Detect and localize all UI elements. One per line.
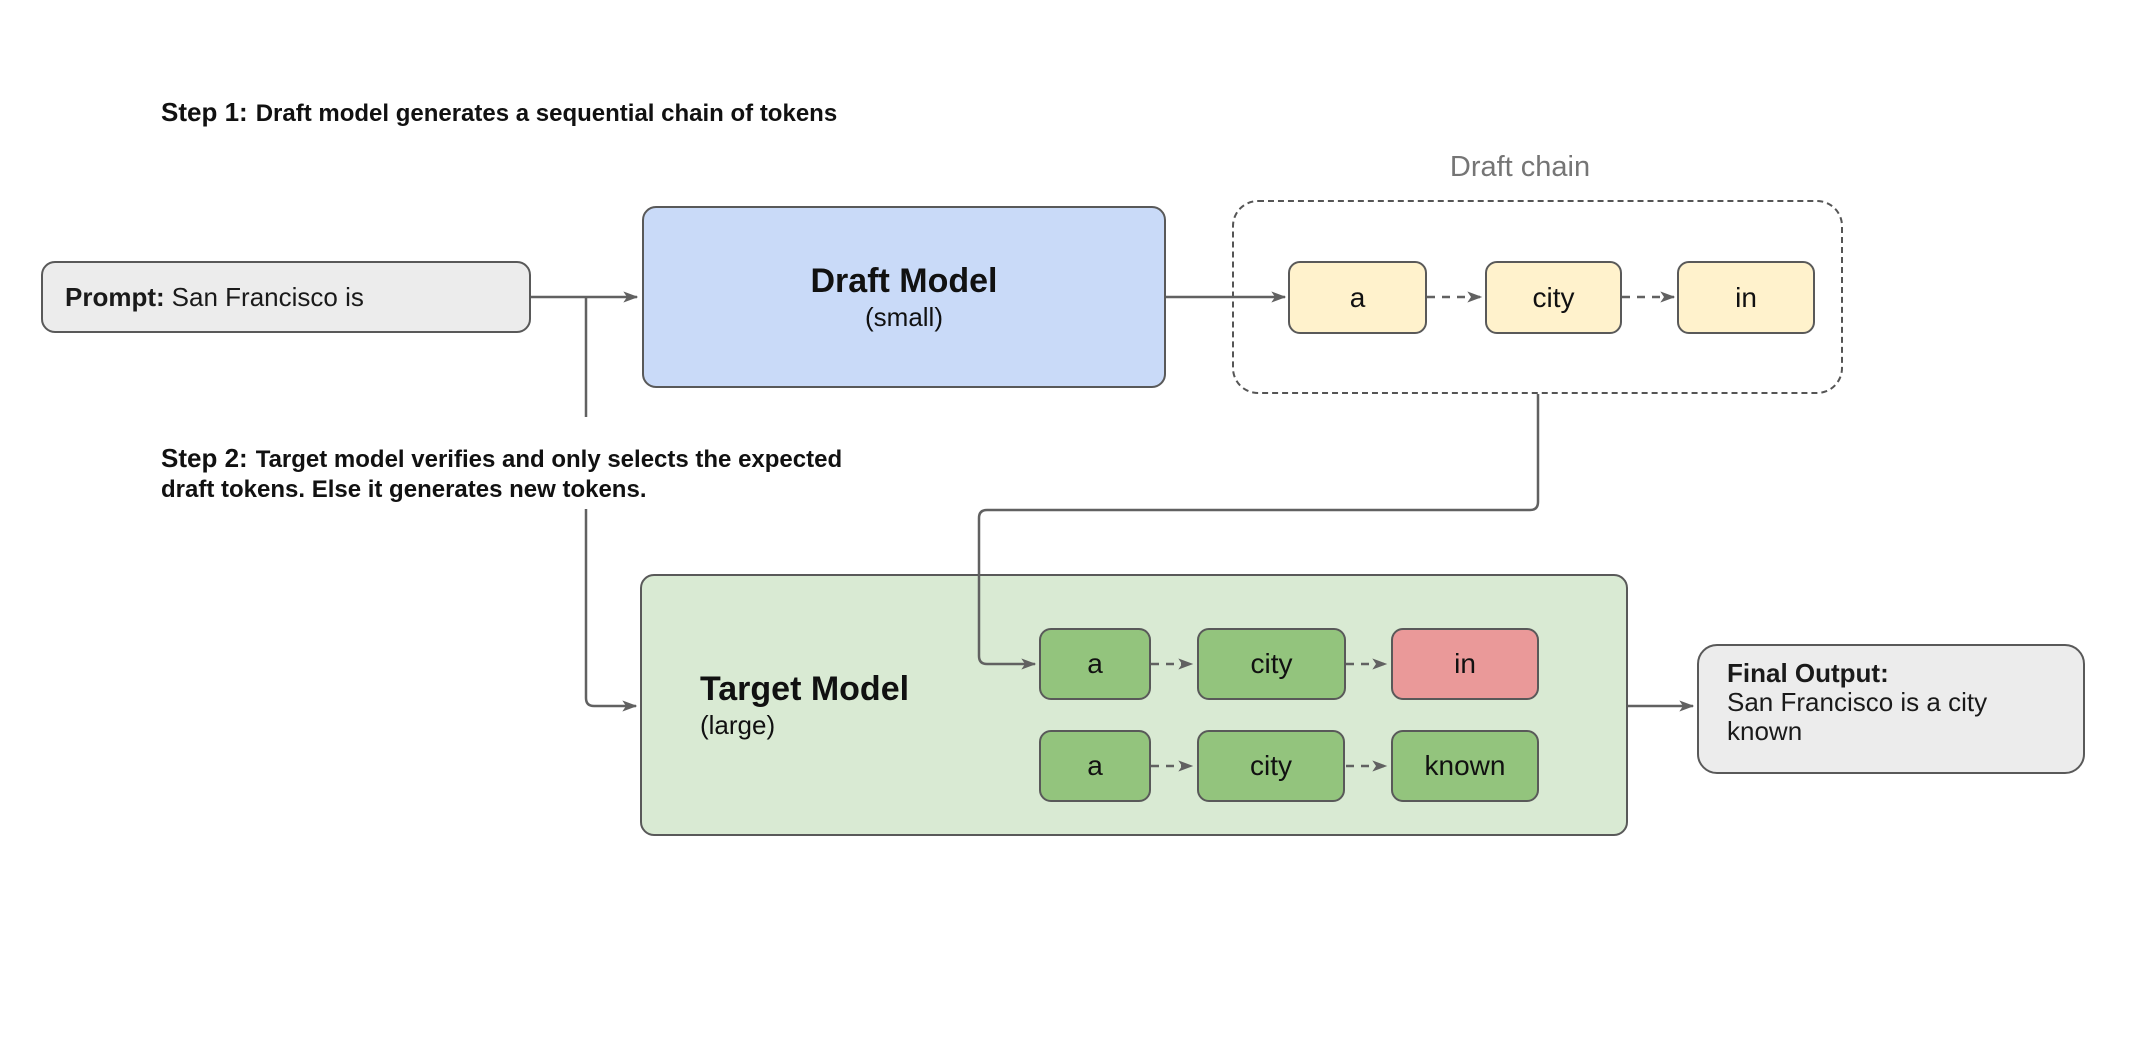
target-token-accepted: city: [1197, 628, 1346, 700]
draft-model-subtitle: (small): [865, 302, 943, 332]
draft-model-box: Draft Model (small): [642, 206, 1166, 388]
target-token-accepted: a: [1039, 628, 1151, 700]
draft-token: city: [1485, 261, 1622, 334]
target-model-title: Target Model: [700, 670, 910, 708]
draft-chain-label: Draft chain: [1449, 151, 1591, 183]
prompt-text: San Francisco is: [171, 281, 364, 312]
target-token-accepted: city: [1197, 730, 1345, 802]
step1-heading: Step 1: Draft model generates a sequentia…: [161, 97, 837, 129]
step2-line1: Target model verifies and only selects t…: [255, 446, 843, 473]
target-token-accepted: known: [1391, 730, 1539, 802]
step1-text: Draft model generates a sequential chain…: [255, 100, 838, 127]
prompt-label: Prompt:: [65, 281, 165, 312]
step2-prefix: Step 2:: [161, 443, 248, 473]
draft-token: in: [1677, 261, 1815, 334]
draft-token: a: [1288, 261, 1427, 334]
target-token-accepted: a: [1039, 730, 1151, 802]
draft-model-title: Draft Model: [810, 262, 998, 300]
target-model-label-block: Target Model (large): [700, 574, 909, 836]
prompt-box: Prompt: San Francisco is: [41, 261, 531, 333]
target-token-rejected: in: [1391, 628, 1539, 700]
final-output-box: Final Output: San Francisco is a city kn…: [1697, 644, 2085, 774]
target-model-subtitle: (large): [700, 710, 776, 740]
step1-prefix: Step 1:: [161, 97, 248, 127]
step2-heading: Step 2: Target model verifies and only se…: [156, 417, 946, 509]
final-output-text: San Francisco is a city known: [1727, 687, 1988, 746]
step2-line2: draft tokens. Else it generates new toke…: [161, 476, 647, 503]
final-output-label: Final Output:: [1727, 658, 1889, 688]
